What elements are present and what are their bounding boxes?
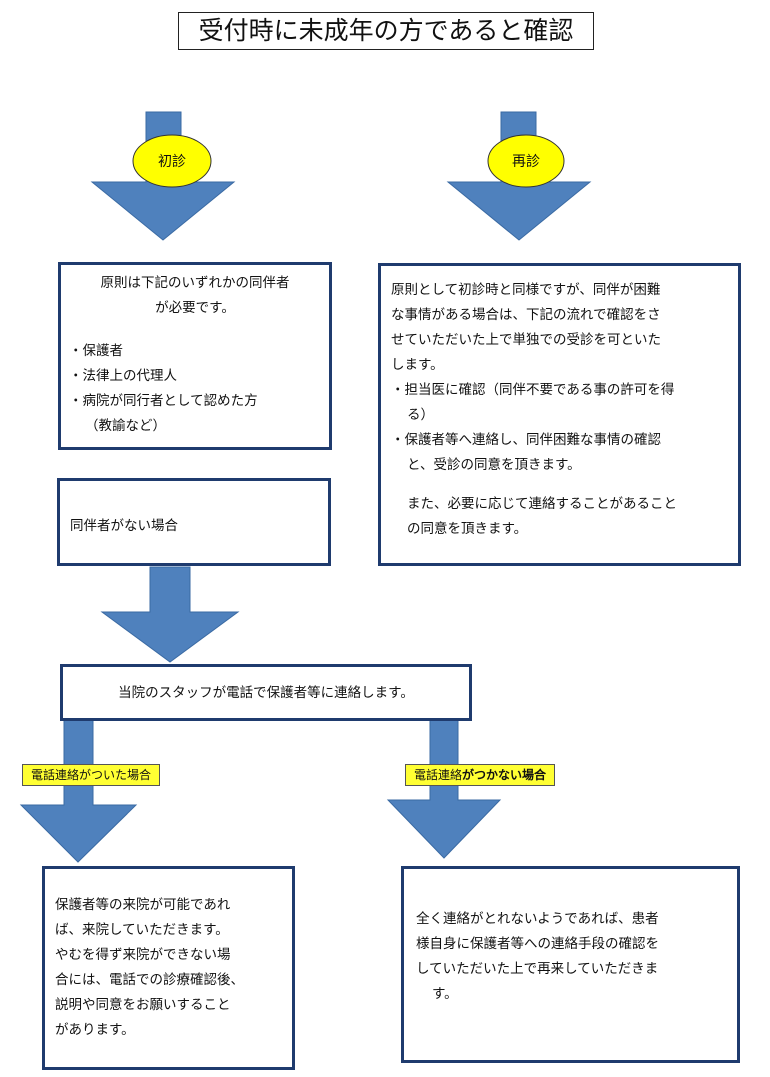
- first-visit-text-2: が必要です。: [155, 300, 235, 316]
- no-companion-text: 同伴者がない場合: [70, 518, 178, 534]
- revisit-item: と、受診の同意を頂きます。: [407, 457, 581, 473]
- page-title: 受付時に未成年の方であると確認: [178, 12, 594, 50]
- first-visit-text-1: 原則は下記のいずれかの同伴者: [100, 275, 290, 291]
- no-companion-box: 同伴者がない場合: [57, 478, 331, 566]
- revisit-item: ・保護者等へ連絡し、同伴困難な事情の確認: [391, 432, 661, 448]
- reached-text: があります。: [55, 1022, 135, 1038]
- reached-text: 保護者等の来院が可能であれ: [55, 897, 231, 913]
- staff-contact-box: 当院のスタッフが電話で保護者等に連絡します。: [60, 664, 472, 721]
- first-visit-item: ・保護者: [69, 343, 123, 359]
- revisit-text: な事情がある場合は、下記の流れで確認をさ: [391, 307, 661, 323]
- revisit-ellipse: [487, 134, 565, 188]
- first-visit-box: 原則は下記のいずれかの同伴者 が必要です。 ・保護者 ・法律上の代理人 ・病院が…: [58, 262, 332, 450]
- revisit-note: の同意を頂きます。: [407, 521, 528, 537]
- revisit-text: 原則として初診時と同様ですが、同伴が困難: [391, 282, 661, 298]
- not-reached-tag-bold: がつかない場合: [462, 768, 547, 782]
- reached-text: やむを得ず来院ができない場: [55, 947, 231, 963]
- revisit-text: します。: [391, 357, 444, 373]
- reached-tag: 電話連絡がついた場合: [22, 764, 161, 786]
- revisit-note: また、必要に応じて連絡することがあること: [407, 496, 677, 512]
- arrow-reached: [19, 719, 138, 863]
- first-visit-ellipse: [132, 134, 212, 188]
- first-visit-item: ・法律上の代理人: [69, 368, 177, 384]
- arrow-no-companion: [100, 566, 240, 663]
- reached-text: ば、来院していただきます。: [55, 922, 229, 938]
- revisit-item: る）: [407, 407, 434, 423]
- not-reached-text: していただいた上で再来していただきま: [416, 961, 659, 977]
- not-reached-tag: 電話連絡がつかない場合: [405, 764, 556, 786]
- reached-text: 合には、電話での診療確認後、: [55, 972, 244, 988]
- first-visit-item: ・病院が同行者として認めた方: [69, 393, 258, 409]
- arrow-not-reached: [386, 719, 502, 859]
- reached-text: 説明や同意をお願いすること: [55, 997, 231, 1013]
- staff-contact-text: 当院のスタッフが電話で保護者等に連絡します。: [118, 685, 414, 701]
- not-reached-text: 様自身に保護者等への連絡手段の確認を: [416, 936, 659, 952]
- not-reached-box: 全く連絡がとれないようであれば、患者 様自身に保護者等への連絡手段の確認を して…: [401, 866, 740, 1063]
- revisit-box: 原則として初診時と同様ですが、同伴が困難 な事情がある場合は、下記の流れで確認を…: [378, 263, 741, 566]
- first-visit-label: 初診: [158, 154, 186, 170]
- revisit-text: せていただいた上で単独での受診を可といた: [391, 332, 661, 348]
- revisit-item: ・担当医に確認（同伴不要である事の許可を得: [391, 382, 675, 398]
- revisit-label: 再診: [512, 154, 540, 170]
- first-visit-item: （教諭など）: [85, 418, 166, 434]
- not-reached-tag-prefix: 電話連絡: [414, 768, 463, 782]
- reached-box: 保護者等の来院が可能であれ ば、来院していただきます。 やむを得ず来院ができない…: [42, 866, 295, 1070]
- not-reached-text: 全く連絡がとれないようであれば、患者: [416, 911, 659, 927]
- not-reached-text: す。: [432, 986, 458, 1002]
